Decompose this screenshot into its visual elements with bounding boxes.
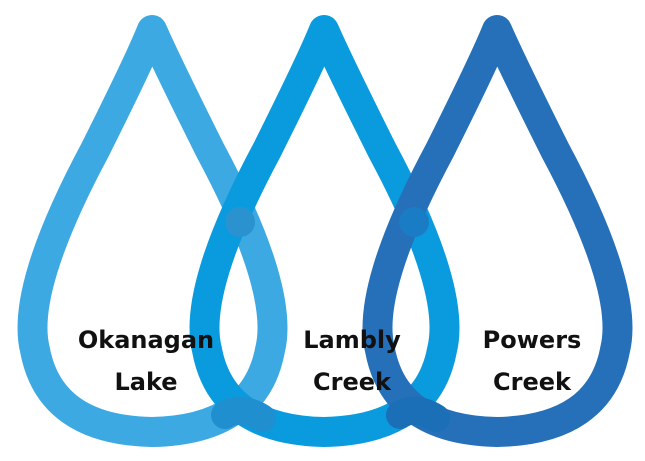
overlap-accents — [211, 207, 450, 432]
drop-lambly-creek-outline — [189, 15, 460, 447]
drop-okanagan-lake-label-line1: Okanagan — [78, 326, 214, 354]
overlap-accent-left-top — [225, 207, 255, 237]
drop-powers-creek-outline — [362, 15, 633, 447]
drop-powers-creek — [362, 15, 633, 447]
overlap-accent-right-bottom — [386, 396, 450, 432]
drop-powers-creek-label-line1: Powers — [483, 326, 582, 354]
drop-powers-creek-label-line2: Creek — [493, 368, 572, 396]
overlap-accent-left-bottom — [211, 396, 276, 432]
drop-lambly-creek-label-line1: Lambly — [303, 326, 401, 354]
overlap-accent-right-top — [399, 207, 429, 237]
drop-lambly-creek-label-line2: Creek — [313, 368, 392, 396]
drop-okanagan-lake-label-line2: Lake — [114, 368, 177, 396]
drop-lambly-creek — [189, 15, 460, 447]
